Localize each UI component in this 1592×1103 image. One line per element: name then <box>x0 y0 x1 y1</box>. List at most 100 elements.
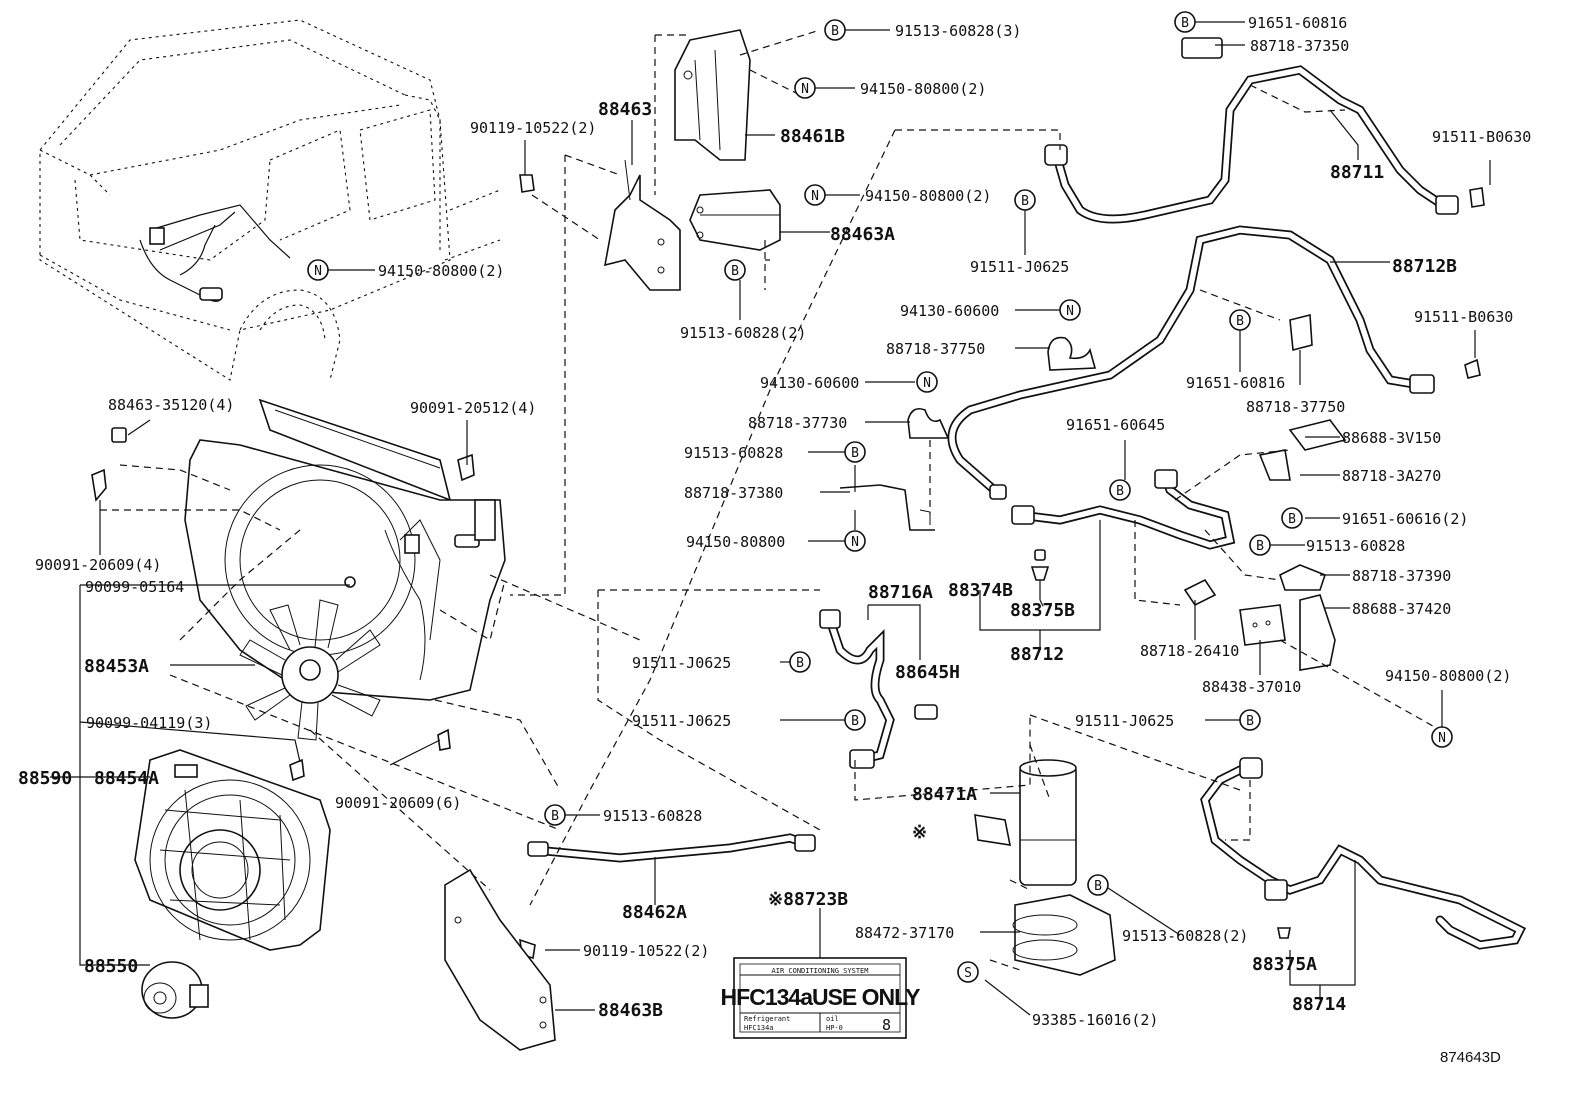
label-91513-60828-2: 91513-60828(2) <box>680 324 806 342</box>
marker-n: N <box>804 184 826 206</box>
svg-text:N: N <box>801 82 809 97</box>
label-91513-60828: 91513-60828 <box>684 444 783 462</box>
pipe-88716A <box>819 609 938 769</box>
label-93385-16016-2: 93385-16016(2) <box>1032 1011 1158 1029</box>
marker-b: B <box>1087 874 1109 896</box>
label-88375B: 88375B <box>1010 600 1075 621</box>
vehicle-outline <box>39 19 501 381</box>
pipe-88711 <box>1044 37 1459 224</box>
label-88718-37390: 88718-37390 <box>1352 567 1451 585</box>
label-94150-80800-2: 94150-80800(2) <box>378 262 504 280</box>
label-91511-J0625: 91511-J0625 <box>632 654 731 672</box>
marker-b: B <box>1109 479 1131 501</box>
label-90119-10522-2: 90119-10522(2) <box>583 942 709 960</box>
label-88461B: 88461B <box>780 126 845 147</box>
marker-n: N <box>307 259 329 281</box>
svg-text:N: N <box>1066 304 1074 319</box>
label-94150-80800-2: 94150-80800(2) <box>860 80 986 98</box>
marker-b: B <box>844 441 866 463</box>
bracket-88463A <box>689 189 781 251</box>
leader-lines <box>50 21 1491 1016</box>
clamps-right <box>839 187 1485 671</box>
label-88550: 88550 <box>84 956 138 977</box>
marker-b: B <box>844 709 866 731</box>
label-94130-60600: 94130-60600 <box>760 374 859 392</box>
ac-system-label: AIR CONDITIONING SYSTEM HFC134aUSE ONLY … <box>721 957 921 1039</box>
label-94150-80800-2: 94150-80800(2) <box>865 187 991 205</box>
ac-label-refrigerant-type: HFC134a <box>744 1024 774 1032</box>
svg-text:B: B <box>1116 484 1124 499</box>
label-88723B: ※88723B <box>768 889 848 910</box>
label-88472-37170: 88472-37170 <box>855 924 954 942</box>
svg-text:B: B <box>551 809 559 824</box>
guide-lines <box>100 29 1441 971</box>
ac-label-oil: oil <box>826 1015 839 1023</box>
pipe-88712B <box>947 225 1435 500</box>
svg-text:B: B <box>851 446 859 461</box>
label-90091-20512-4: 90091-20512(4) <box>410 399 536 417</box>
ac-label-header: AIR CONDITIONING SYSTEM <box>772 967 869 975</box>
label-88718-37750: 88718-37750 <box>1246 398 1345 416</box>
label-88718-37730: 88718-37730 <box>748 414 847 432</box>
marker-n: N <box>794 77 816 99</box>
marker-b: B <box>544 804 566 826</box>
label-88718-26410: 88718-26410 <box>1140 642 1239 660</box>
label-94150-80800: 94150-80800 <box>686 533 785 551</box>
label-asterisk: ※ <box>912 822 927 843</box>
label-91651-60816: 91651-60816 <box>1248 14 1347 32</box>
label-88471A: 88471A <box>912 784 977 805</box>
svg-text:B: B <box>1094 879 1102 894</box>
svg-text:B: B <box>851 714 859 729</box>
callout-markers: B N N B N B B B N B N B N B B B N B B B … <box>307 11 1453 983</box>
label-88712: 88712 <box>1010 644 1064 665</box>
label-88374B: 88374B <box>948 580 1013 601</box>
marker-n: N <box>916 371 938 393</box>
left-fasteners <box>91 174 536 960</box>
fan-motor <box>141 961 209 1019</box>
ac-label-number: 8 <box>882 1016 891 1034</box>
label-88454A: 88454A <box>94 768 159 789</box>
svg-text:S: S <box>964 966 972 981</box>
ac-label-oil-type: HP-0 <box>826 1024 843 1032</box>
marker-b: B <box>1249 534 1271 556</box>
label-91651-60816: 91651-60816 <box>1186 374 1285 392</box>
bracket-88461B <box>674 29 751 161</box>
label-90099-04119-3: 90099-04119(3) <box>86 714 212 732</box>
label-88718-3A270: 88718-3A270 <box>1342 467 1441 485</box>
marker-b: B <box>724 259 746 281</box>
svg-text:B: B <box>1246 714 1254 729</box>
label-94130-60600: 94130-60600 <box>900 302 999 320</box>
svg-text:B: B <box>1181 16 1189 31</box>
label-88718-37750: 88718-37750 <box>886 340 985 358</box>
marker-b: B <box>1239 709 1261 731</box>
svg-text:B: B <box>796 656 804 671</box>
marker-n: N <box>844 530 866 552</box>
label-88688-3V150: 88688-3V150 <box>1342 429 1441 447</box>
label-88453A: 88453A <box>84 656 149 677</box>
condenser-fan-assembly <box>184 398 506 741</box>
label-91513-60828: 91513-60828 <box>603 807 702 825</box>
label-94150-80800-2: 94150-80800(2) <box>1385 667 1511 685</box>
svg-text:N: N <box>1438 731 1446 746</box>
label-91513-60828: 91513-60828 <box>1306 537 1405 555</box>
label-91511-J0625: 91511-J0625 <box>970 258 1069 276</box>
label-88462A: 88462A <box>622 902 687 923</box>
label-88718-37350: 88718-37350 <box>1250 37 1349 55</box>
label-88714: 88714 <box>1292 994 1346 1015</box>
diagram-code: 874643D <box>1440 1049 1501 1066</box>
label-88438-37010: 88438-37010 <box>1202 678 1301 696</box>
svg-text:B: B <box>831 24 839 39</box>
label-88711: 88711 <box>1330 162 1384 183</box>
pipe-88462A <box>527 833 816 863</box>
label-88463B: 88463B <box>598 1000 663 1021</box>
radiator-fan-shroud <box>134 749 331 951</box>
label-91511-B0630: 91511-B0630 <box>1432 128 1531 146</box>
receiver-dryer <box>974 759 1116 976</box>
label-88688-37420: 88688-37420 <box>1352 600 1451 618</box>
label-88463-35120-4: 88463-35120(4) <box>108 396 234 414</box>
label-91511-B0630: 91511-B0630 <box>1414 308 1513 326</box>
label-90091-20609-6: 90091-20609(6) <box>335 794 461 812</box>
label-91511-J0625: 91511-J0625 <box>1075 712 1174 730</box>
label-88590: 88590 <box>18 768 72 789</box>
